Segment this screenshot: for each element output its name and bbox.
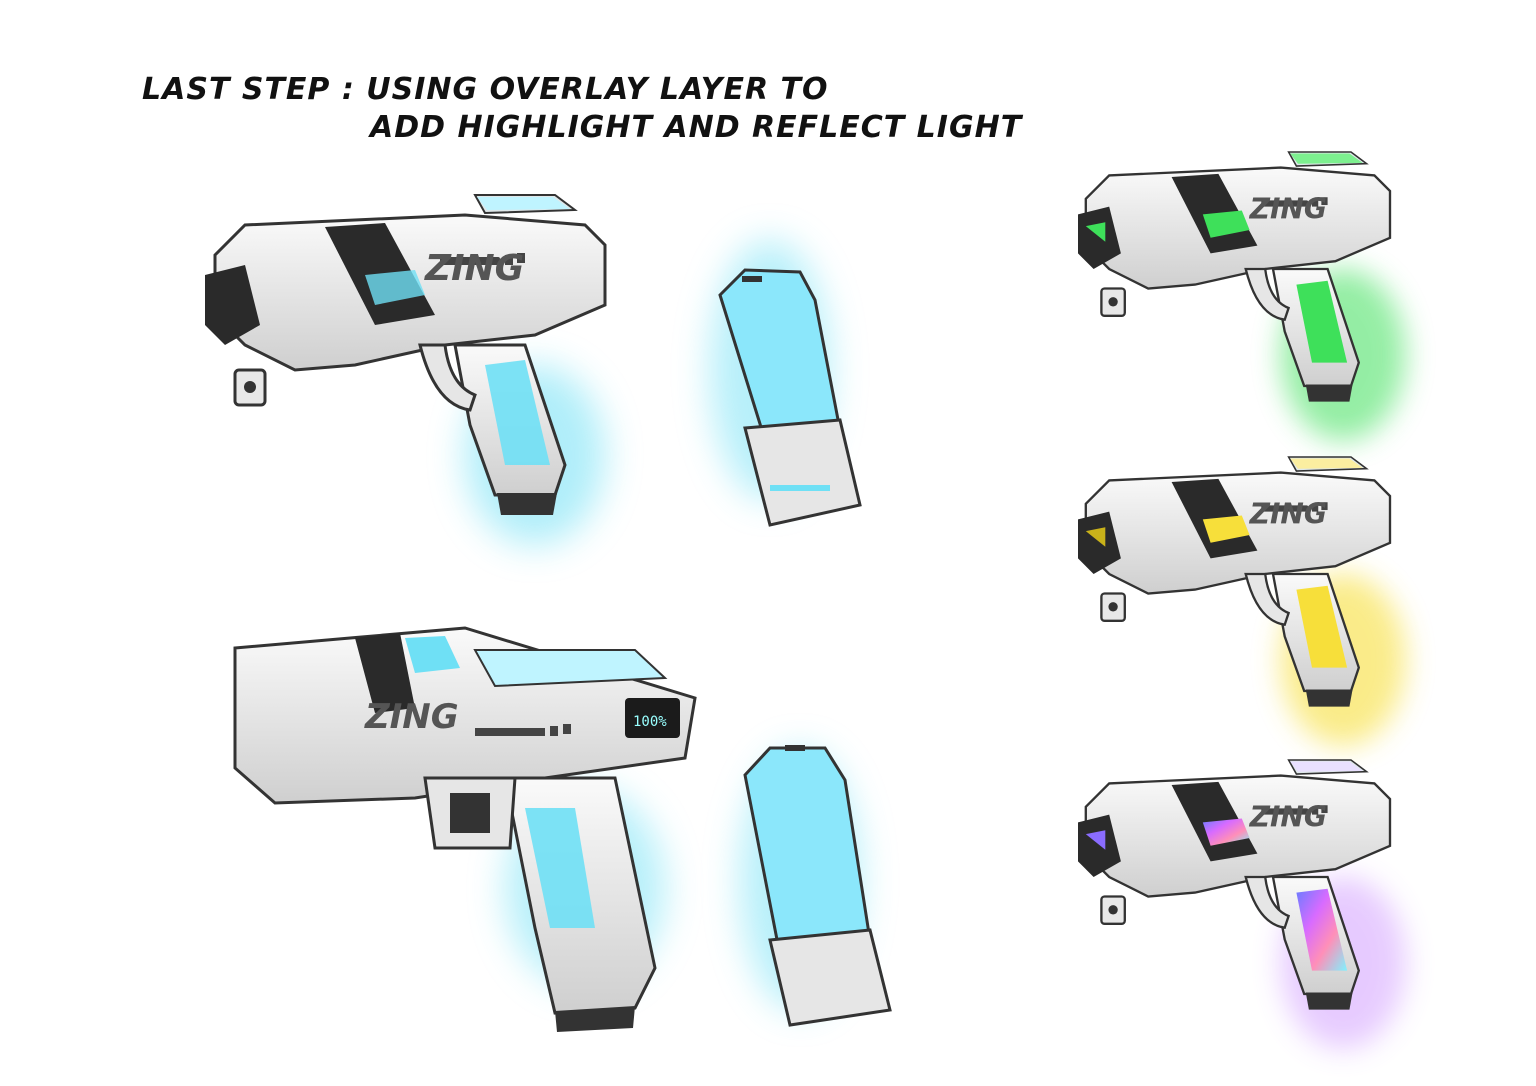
magazine-cyan-top [710, 240, 862, 527]
headline-line-2: ADD HIGHLIGHT AND REFLECT LIGHT [370, 110, 1023, 145]
ammo-readout: 100% [633, 714, 667, 730]
gun-cyan-main: ZING [203, 193, 607, 545]
gun-rainbow: ZING [1076, 758, 1406, 1049]
brand-text: ZING [424, 248, 524, 289]
brand-text: ZING [1249, 192, 1327, 225]
gun-green: ZING [1076, 150, 1406, 441]
brand-text: ZING [1249, 800, 1327, 833]
brand-text: ZING [1249, 497, 1327, 530]
gun-cyan-side: 100% ZING [233, 626, 697, 1032]
headline-line-1: LAST STEP : USING OVERLAY LAYER TO [142, 72, 829, 107]
ammo-display [625, 698, 680, 738]
magazine-cyan-bottom [740, 745, 892, 1027]
gun-yellow: ZING [1076, 455, 1406, 746]
brand-text: ZING [364, 697, 459, 737]
grip-light [485, 360, 550, 465]
